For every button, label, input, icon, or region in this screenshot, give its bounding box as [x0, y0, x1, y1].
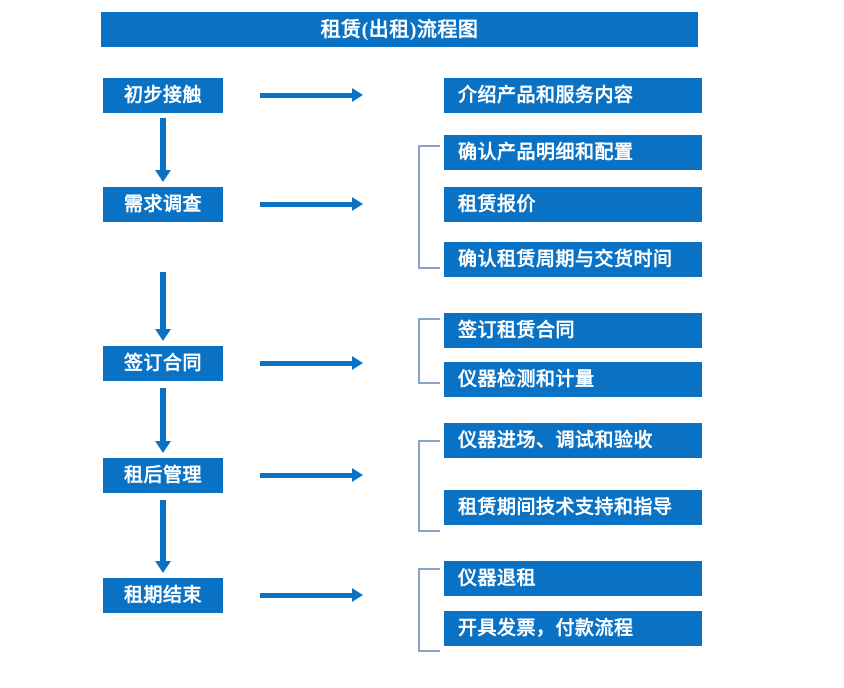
arrow-right-icon-initial-contact: [260, 88, 363, 102]
stage-box-post-rent-mgmt[interactable]: 租后管理: [103, 458, 223, 493]
group-bracket-icon-post-rent-mgmt: [418, 440, 440, 532]
arrow-down-icon-demand-to-contract: [155, 272, 171, 341]
arrow-down-icon-initial-to-demand: [155, 118, 171, 182]
detail-box-instrument-test-metering[interactable]: 仪器检测和计量: [444, 362, 702, 397]
stage-box-lease-end[interactable]: 租期结束: [103, 578, 223, 613]
group-bracket-icon-sign-contract: [418, 318, 440, 384]
detail-box-technical-support[interactable]: 租赁期间技术支持和指导: [444, 490, 702, 525]
detail-box-instrument-return[interactable]: 仪器退租: [444, 561, 702, 596]
stage-box-sign-contract[interactable]: 签订合同: [103, 346, 223, 381]
stage-box-demand-survey[interactable]: 需求调查: [103, 187, 223, 222]
group-bracket-icon-demand-survey: [418, 145, 440, 269]
stage-box-initial-contact[interactable]: 初步接触: [103, 78, 223, 113]
detail-box-sign-rental-contract[interactable]: 签订租赁合同: [444, 313, 702, 348]
detail-box-rental-quotation[interactable]: 租赁报价: [444, 187, 702, 222]
arrow-down-icon-postrent-to-leaseend: [155, 500, 171, 573]
chart-title: 租赁(出租)流程图: [101, 12, 698, 47]
detail-box-invoice-payment[interactable]: 开具发票，付款流程: [444, 611, 702, 646]
detail-box-instrument-install-commission[interactable]: 仪器进场、调试和验收: [444, 423, 702, 458]
arrow-right-icon-demand-survey: [260, 197, 363, 211]
arrow-right-icon-post-rent-mgmt: [260, 468, 363, 482]
arrow-right-icon-sign-contract: [260, 356, 363, 370]
arrow-right-icon-lease-end: [260, 588, 363, 602]
detail-box-introduce-products[interactable]: 介绍产品和服务内容: [444, 78, 702, 113]
detail-box-confirm-period-delivery[interactable]: 确认租赁周期与交货时间: [444, 242, 702, 277]
group-bracket-icon-lease-end: [418, 568, 440, 652]
arrow-down-icon-contract-to-postrent: [155, 388, 171, 453]
detail-box-confirm-product-spec[interactable]: 确认产品明细和配置: [444, 135, 702, 170]
